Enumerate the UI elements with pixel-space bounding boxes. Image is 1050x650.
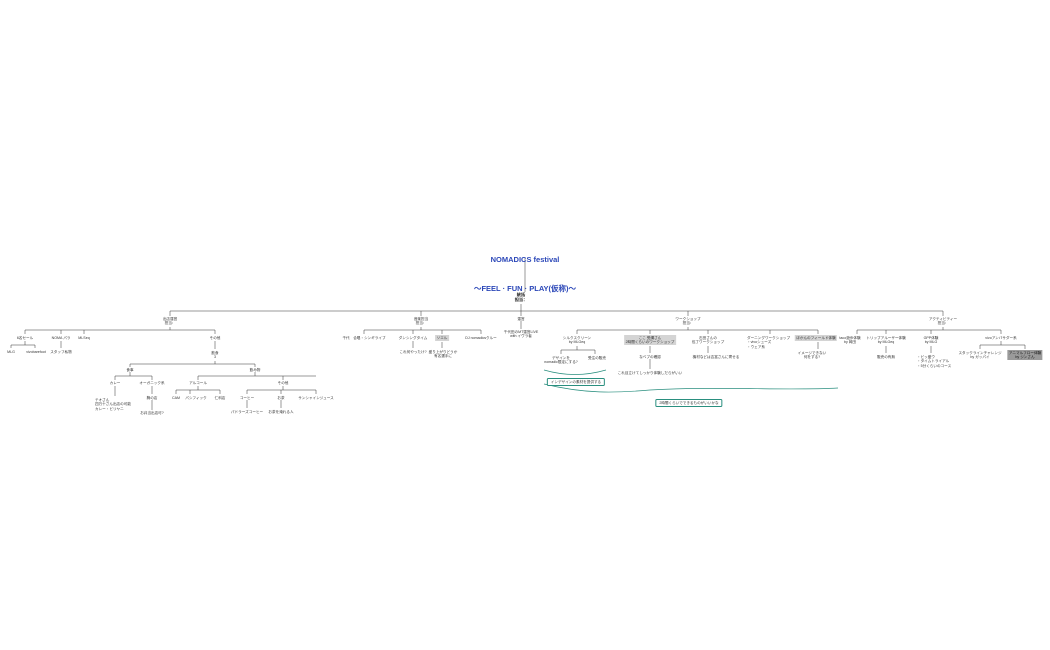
node-drink[interactable]: 飲み物 bbox=[249, 368, 261, 372]
node-alcohol[interactable]: アルコール bbox=[189, 381, 207, 385]
map-title-line2: 〜FEEL · FUN · PLAY(仮称)〜 bbox=[473, 283, 577, 293]
node-sale[interactable]: 6名セール bbox=[16, 336, 34, 340]
branch-stage[interactable]: 運営 bbox=[517, 317, 525, 321]
node-other[interactable]: その他 bbox=[209, 336, 221, 340]
node-live[interactable]: 千代田のMT運営LIVE with イヴラ者 bbox=[503, 330, 539, 339]
node-order[interactable]: 受注の販売 bbox=[588, 356, 606, 360]
node-dj[interactable]: DJ nomadicsクルー bbox=[465, 336, 497, 340]
node-others2[interactable]: その他 bbox=[277, 381, 289, 385]
node-dance-note[interactable]: これ何やったけ? bbox=[399, 350, 427, 354]
teal-note-2[interactable]: 2時間くらいでできるものがいいかな bbox=[655, 399, 723, 408]
node-nijimura[interactable]: 仁科店 bbox=[214, 396, 226, 400]
node-curry-note[interactable]: テオさん 四万十さん出店の可能 カレー・ビリヤニ bbox=[95, 398, 131, 411]
node-vivobarefoot[interactable]: vivobarefoot bbox=[26, 350, 46, 354]
branch-shop[interactable]: 出店運営 担当： bbox=[162, 317, 178, 326]
node-field[interactable]: ほかんのフィールド体験 bbox=[794, 335, 838, 341]
node-ishida-note[interactable]: 機材などは吉富さんに寄せる bbox=[692, 355, 740, 359]
node-taco[interactable]: taco遊歩体験 by 岡田 bbox=[839, 336, 861, 345]
node-coffee-note[interactable]: パドラーズコーヒー bbox=[230, 410, 264, 414]
node-dance[interactable]: ダンシングタイム bbox=[398, 336, 428, 340]
node-stack[interactable]: スタックラインチャレンジ by ガッパイ bbox=[958, 351, 1002, 360]
node-tea-note[interactable]: お茶を淹れる人 bbox=[268, 410, 294, 414]
node-organic[interactable]: オーガニック系 bbox=[139, 381, 165, 385]
node-field-note[interactable]: イメージできない 何をする? bbox=[797, 351, 827, 360]
node-mlseq[interactable]: MLSeq bbox=[78, 336, 90, 340]
node-normal[interactable]: NOMA パラ bbox=[51, 336, 71, 340]
node-koko-note[interactable]: なべブの確認 bbox=[639, 355, 661, 359]
node-cam[interactable]: CAM bbox=[172, 396, 180, 400]
node-vivo[interactable]: vivoアンバサダー系 bbox=[985, 336, 1017, 340]
node-sweets[interactable]: 麹の店 bbox=[146, 396, 158, 400]
node-tea[interactable]: お茶 bbox=[277, 396, 285, 400]
node-staff[interactable]: スタッフ私物 bbox=[50, 350, 72, 354]
map-title-line1: NOMADICS festival bbox=[490, 255, 560, 264]
node-yoga-note[interactable]: 盛り上がりどうか 有名選手に bbox=[428, 350, 458, 359]
node-curry[interactable]: カレー bbox=[109, 381, 121, 385]
node-silk[interactable]: シルクスクリーン by MLGeq bbox=[562, 336, 592, 345]
node-meal[interactable]: 食事 bbox=[126, 368, 134, 372]
node-yoga[interactable]: ソエル bbox=[435, 335, 449, 341]
node-koko-note2[interactable]: これ目立けてしっかり体験しだらがいい bbox=[617, 371, 683, 375]
node-pacific[interactable]: パシフィック bbox=[185, 396, 207, 400]
node-sunshine[interactable]: サンシャインジュース bbox=[298, 396, 334, 400]
node-trip-note[interactable]: 販売の有無 bbox=[877, 355, 895, 359]
map-title: NOMADICS festival 〜FEEL · FUN · PLAY(仮称)… bbox=[474, 236, 576, 303]
node-gpp[interactable]: GPP体験 by MLG bbox=[923, 336, 939, 345]
root-node[interactable]: 統括 担当： bbox=[514, 292, 528, 302]
branch-activity[interactable]: アクティビティー 担当： bbox=[928, 317, 958, 326]
teal-note-1[interactable]: インデザインの素材を提供する bbox=[546, 378, 606, 387]
branch-music[interactable]: 音楽担当 担当： bbox=[413, 317, 429, 326]
node-trip[interactable]: トリップアルーザー体験 by MLGeq bbox=[866, 336, 906, 345]
node-ishida[interactable]: 石田さんの 包丁ワークショップ bbox=[691, 336, 725, 345]
node-chiyo[interactable]: 千代 合唱・シンギライブ bbox=[342, 336, 386, 340]
node-food[interactable]: 飲食 3 bbox=[211, 351, 219, 360]
node-coffee[interactable]: コーヒー bbox=[239, 396, 255, 400]
branch-workshop[interactable]: ワークショップ 担当： bbox=[675, 317, 701, 326]
node-sweets-note[interactable]: お弁当出店可? bbox=[140, 411, 164, 415]
node-animal[interactable]: アニマルフロー体験 by ジンさん bbox=[1007, 350, 1043, 361]
node-darning[interactable]: ダーニングワークショップ ・vivoシューズ ・ウェア系 bbox=[747, 336, 791, 349]
node-design[interactable]: デザインを nomadic限定にする? bbox=[544, 356, 578, 365]
node-mlg[interactable]: MLG bbox=[7, 350, 15, 354]
node-koko[interactable]: ここ 受講さん 2時間くらいのワークショップ bbox=[624, 335, 676, 346]
node-gpp-note[interactable]: ・ビッ盛ウ ・タイムトライアル ・5分くらいのコース bbox=[917, 355, 952, 368]
